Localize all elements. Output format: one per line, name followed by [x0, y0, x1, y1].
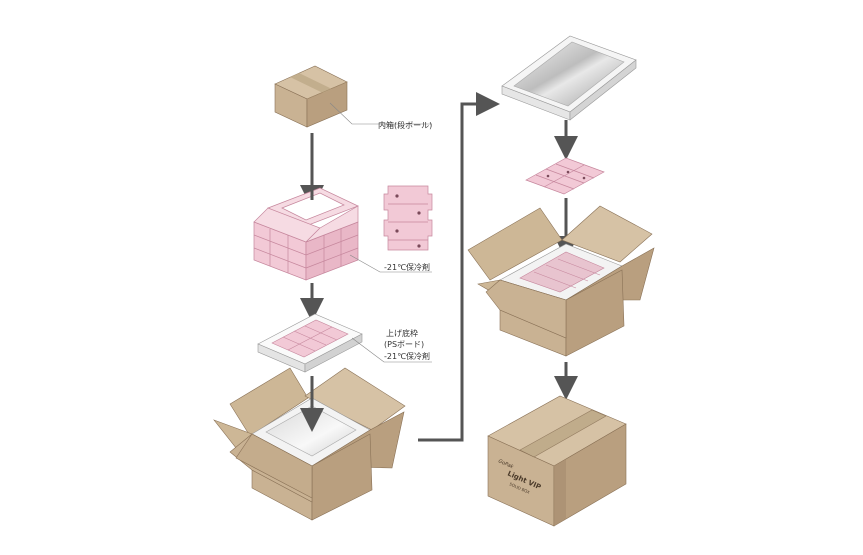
- coolant-pack: [383, 185, 433, 251]
- coolant-frame: [253, 187, 359, 281]
- insulated-lid: [501, 35, 637, 121]
- leader-inner-box: [329, 102, 432, 125]
- label-coolant-1: -21℃保冷剤: [384, 262, 430, 272]
- label-bottom-frame-1: 上げ底枠: [386, 328, 418, 338]
- leader-bottom-frame: [351, 337, 432, 363]
- connector-arrow: [418, 92, 500, 442]
- top-coolant-tray: [525, 157, 605, 195]
- open-box-left: [213, 367, 406, 521]
- closed-product-box: [487, 395, 627, 527]
- label-inner-box: 内箱(段ボール): [378, 120, 432, 130]
- inner-cardboard-box: [274, 65, 348, 128]
- leader-coolant-1: [349, 254, 432, 273]
- open-box-right: [467, 205, 655, 357]
- label-coolant-2: -21℃保冷剤: [384, 351, 430, 361]
- label-bottom-frame-2: (PSボード): [384, 340, 424, 349]
- raised-bottom-frame: [257, 313, 363, 373]
